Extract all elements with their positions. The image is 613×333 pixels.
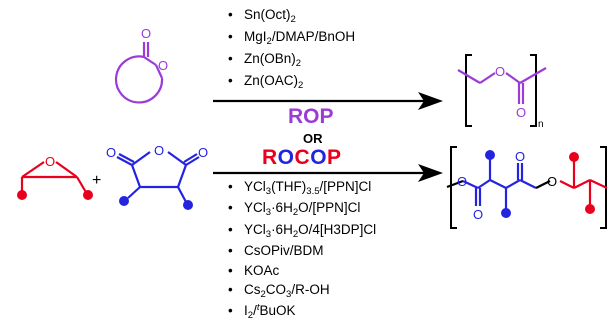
anhydride-carbonyl-oxygen-left: O [106,145,116,160]
formula-part: I [244,303,248,319]
anhydride-monomer: O O O [106,143,208,210]
formula-part: 2 [260,289,266,301]
formula-part: /[PPN]Cl [319,179,372,194]
formula-part: 3 [265,228,272,240]
formula-part: 3 [265,207,272,219]
copolymer-red-methyl-top [569,152,579,162]
formula-part: 2 [295,58,302,69]
formula-part: 2 [292,228,299,240]
copolymer-product: O O O O [446,146,608,229]
rocop-label: ROCOP [262,146,342,170]
formula-part: 3.5 [306,186,320,197]
rop-arrow [213,92,443,110]
formula-part: ·6H [271,200,293,216]
rop-catalyst-item: Sn(Oct)2 [228,5,355,27]
anhydride-ring-oxygen: O [154,143,164,158]
rocop-catalyst-list: YCl3(THF)3.5/[PPN]ClYCl3·6H2O/[PPN]ClYCl… [228,177,376,323]
rocop-catalyst-item: YCl3·6H2O/[PPN]Cl [228,198,376,219]
rocop-catalyst-item: CsOPiv/BDM [228,241,376,261]
lactone-monomer: O O [114,26,168,104]
rop-catalyst-list: Sn(Oct)2MgI2/DMAP/BnOHZn(OBn)2Zn(OAC)2 [228,5,355,93]
formula-part: 2 [290,14,296,25]
rop-catalyst-item: Zn(OBn)2 [228,49,355,71]
formula-part: KOAc [244,262,280,278]
rocop-catalyst-item: YCl3·6H2O/4[H3DP]Cl [228,220,376,241]
formula-part: 2 [266,36,272,47]
polyester-product: O O [457,54,547,127]
lactone-carbonyl-oxygen: O [141,26,151,41]
formula-part: Sn(Oct) [244,7,291,22]
formula-part: t [256,302,260,314]
formula-part: Zn(OBn) [244,51,296,66]
anhydride-methyl-left [119,196,129,206]
formula-part: O/[PPN]Cl [298,200,361,216]
rocop-letter: P [327,146,342,169]
anhydride-carbonyl-oxygen-right: O [198,145,208,160]
lactone-ring-oxygen: O [158,58,168,73]
rocop-catalyst-item: I2/tBuOK [228,301,376,322]
formula-part: (THF) [271,179,307,194]
formula-part: /DMAP/BnOH [271,29,356,44]
rocop-letter: O [310,146,328,169]
plus-sign: + [92,172,102,189]
formula-part: Cs [244,282,261,298]
rocop-letter: C [294,146,311,169]
copolymer-blue-methyl-bottom [501,208,511,218]
formula-part: 3 [265,186,272,197]
formula-part: YCl [244,200,266,216]
copolymer-carbonyl-oxygen-left: O [473,207,483,222]
repeat-unit-n: n [538,119,544,130]
formula-part: / [253,303,257,319]
formula-part: BuOK [259,303,296,319]
formula-part: 3 [286,289,292,301]
formula-part: 2 [247,310,254,322]
rocop-catalyst-item: Cs2CO3/R-OH [228,280,376,301]
formula-part: /R-OH [291,282,330,298]
formula-part: YCl [244,179,266,194]
rocop-letter: R [262,146,278,169]
epoxide-oxygen: O [45,154,55,169]
formula-part: MgI [244,29,267,44]
formula-part: CsOPiv/BDM [244,243,324,259]
epoxide-methyl-right [83,190,93,200]
rop-label: ROP [288,105,334,128]
or-label: OR [303,131,323,146]
rocop-letter: O [277,146,295,169]
epoxide-monomer: O [17,154,93,200]
anhydride-methyl-right [183,200,193,210]
polyester-carbonyl-oxygen: O [516,105,526,120]
formula-part: 2 [298,80,304,91]
rop-catalyst-item: MgI2/DMAP/BnOH [228,27,355,49]
formula-part: YCl [244,221,266,237]
rocop-catalyst-item: KOAc [228,261,376,281]
formula-part: CO [265,282,287,298]
copolymer-blue-methyl-top [485,150,495,160]
copolymer-ester-oxygen-right: O [547,174,557,189]
copolymer-ester-oxygen-left: O [457,174,467,189]
formula-part: O/4[H3DP]Cl [298,221,377,237]
copolymer-carbonyl-oxygen-right: O [515,149,525,164]
formula-part: ·6H [271,221,293,237]
polyester-ester-oxygen: O [495,64,505,79]
rop-catalyst-item: Zn(OAC)2 [228,71,355,93]
rocop-catalyst-item: YCl3(THF)3.5/[PPN]Cl [228,177,376,198]
rocop-arrow [213,164,443,182]
formula-part: 2 [292,207,299,219]
formula-part: Zn(OAC) [244,73,298,88]
copolymer-red-methyl-bottom [585,204,595,214]
